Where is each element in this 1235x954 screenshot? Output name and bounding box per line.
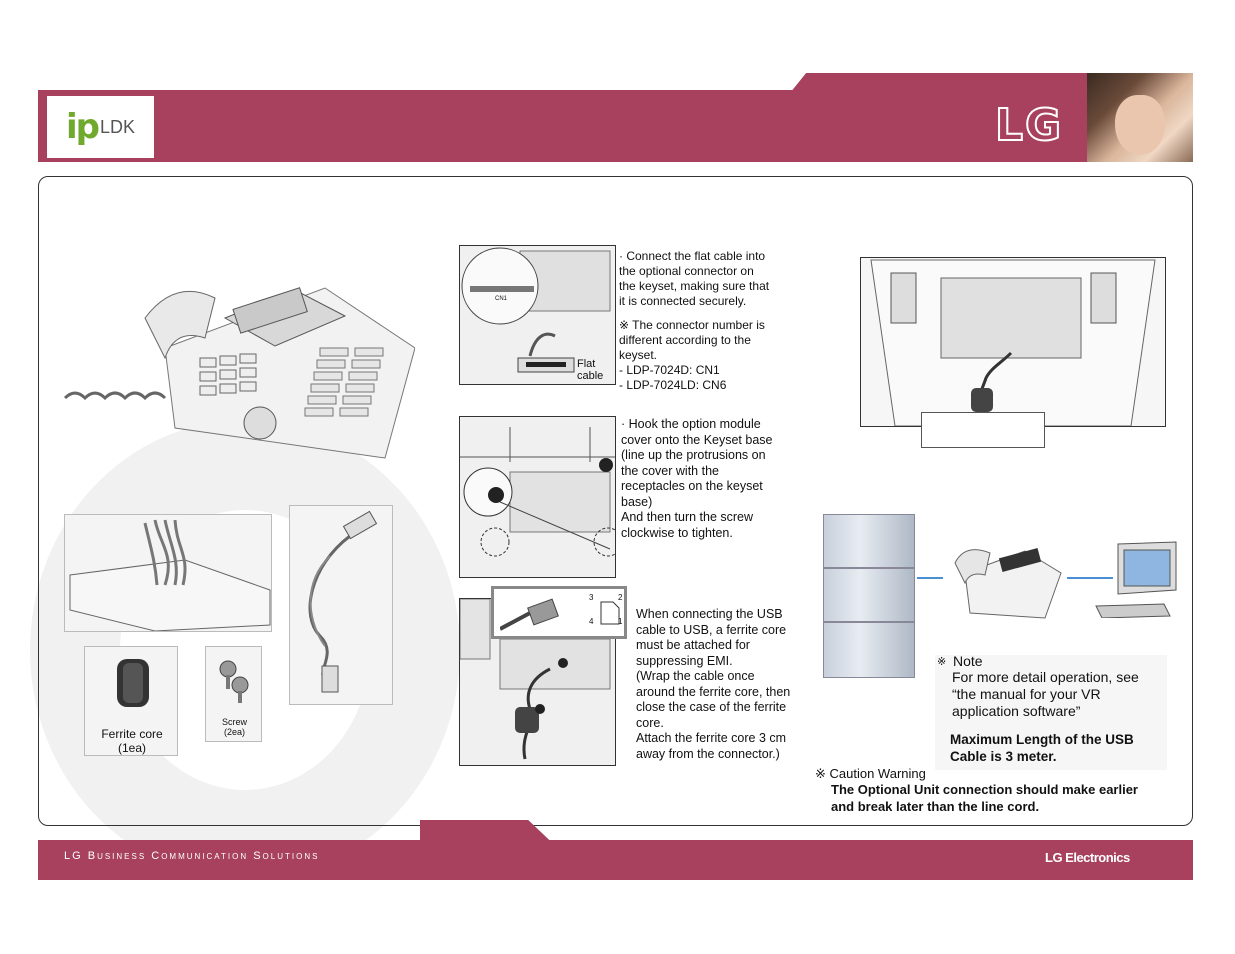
connector-cn1-label: CN1 (495, 296, 508, 302)
step1-instruction: · Connect the flat cable into the option… (619, 249, 770, 308)
keyset-stand (921, 412, 1045, 448)
caution-title: ※ Caution Warning (815, 766, 926, 781)
note-block (935, 655, 1167, 770)
pin-2-label: 2 (618, 593, 623, 602)
footer-company: LG Electronics (1045, 850, 1130, 865)
step3-instruction: When connecting the USB cable to USB, a … (636, 607, 791, 761)
ferrite-core-box: Ferrite core (1ea) (84, 646, 178, 756)
logo-ldk: LDK (99, 116, 135, 137)
note-title: Note (953, 653, 983, 669)
keyset-phone-icon (954, 548, 1062, 619)
footer-notch (420, 820, 552, 842)
iptldk-logo: ip LDK (47, 96, 154, 158)
screw-label: Screw (2ea) (221, 717, 247, 737)
step1-note: ※ The connector number is different acco… (619, 318, 765, 392)
link-line-cabinet-phone (917, 577, 943, 579)
cabinet-divider (824, 621, 914, 623)
keyset-underside-figure (860, 257, 1166, 427)
usb-max-length-note: Maximum Length of the USB Cable is 3 met… (950, 732, 1134, 764)
usb-plug-icon (500, 598, 559, 631)
flat-cable-label: Flat cable (577, 358, 604, 382)
usb-connector-inset: 3 2 4 1 (491, 586, 627, 639)
step2-instruction: · Hook the option module cover onto the … (621, 417, 773, 540)
usb-cable-image (289, 505, 393, 705)
logo-ip: ip (65, 107, 100, 147)
step1-figure: CN1 Flat cable (459, 245, 616, 385)
screw-box: Screw (2ea) (205, 646, 262, 742)
footer-tagline: LG Business Communication Solutions (64, 850, 320, 862)
ferrite-core-label: Ferrite core (1ea) (101, 727, 163, 755)
caution-body: The Optional Unit connection should make… (831, 782, 1138, 814)
note-body: For more detail operation, see “the manu… (952, 669, 1139, 719)
ipldk-system-cabinet (823, 514, 915, 678)
note-mark: ※ (937, 656, 947, 668)
pin-4-label: 4 (589, 617, 594, 626)
pc-icon (1095, 541, 1177, 618)
pin-3-label: 3 (589, 593, 594, 602)
phone-illustration (63, 287, 415, 459)
ferrite-core-icon (117, 659, 149, 707)
lg-brand-logo: LG (994, 99, 1064, 152)
pin-1-label: 1 (618, 617, 623, 626)
footer-band (38, 840, 1193, 880)
step2-figure (459, 416, 623, 578)
option-module-image (64, 514, 272, 632)
content-frame (38, 176, 1193, 826)
usb-b-port-icon (600, 601, 620, 625)
header-photo-face (1115, 95, 1165, 155)
header-band (38, 90, 1193, 162)
link-line-phone-pc (1067, 577, 1113, 579)
cabinet-divider (824, 567, 914, 569)
screw-icon (219, 660, 249, 703)
